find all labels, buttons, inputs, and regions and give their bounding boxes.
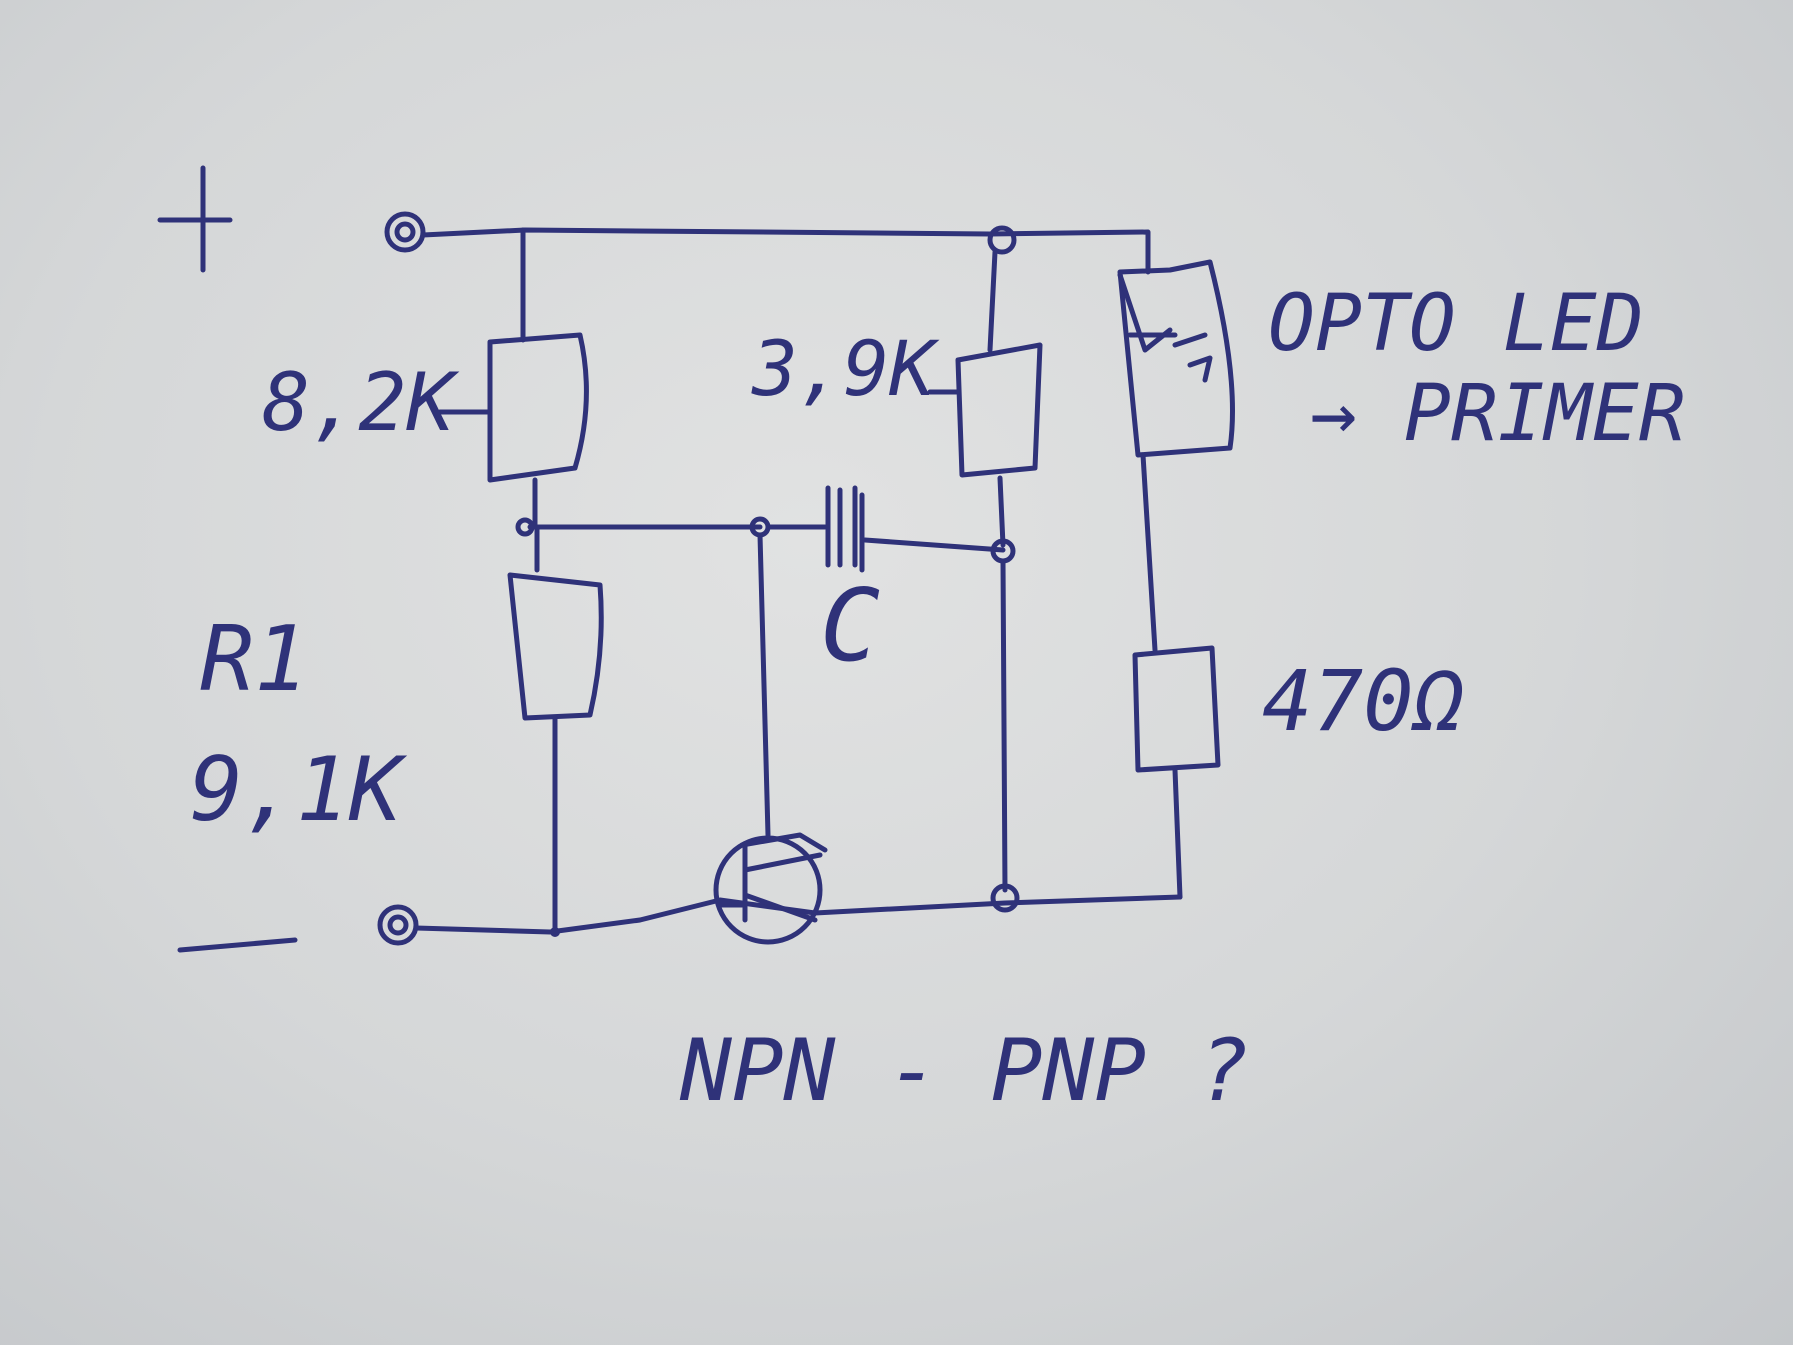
wire-470-down [1172, 767, 1183, 900]
resistor-r1 [507, 572, 604, 721]
opto-led [1117, 259, 1235, 458]
label-r-top: 8,2K [262, 356, 459, 449]
label-r1-value: 9,1K [190, 738, 408, 841]
label-r1-name: R1 [200, 607, 308, 712]
capacitor-c [825, 485, 865, 573]
wire-base-down [757, 532, 771, 838]
wire-led-down [1140, 452, 1158, 653]
resistor-470 [1132, 645, 1221, 773]
label-opto-2: → PRIMER [1310, 369, 1686, 459]
label-r-collector: 3,9K [751, 324, 940, 413]
label-transistor: NPN - PNP ? [679, 1021, 1250, 1121]
label-capacitor: C [820, 567, 880, 684]
positive-rail [420, 227, 1151, 275]
transistor [713, 832, 828, 945]
positive-terminal [384, 211, 426, 253]
label-r-led: 470Ω [1262, 652, 1464, 750]
plus-sign [157, 165, 233, 273]
resistor-8k2 [487, 332, 589, 483]
node-bottom-right [990, 883, 1020, 913]
wire-collector-bottom [1000, 558, 1008, 893]
minus-sign [177, 937, 298, 953]
wire-collector-top [987, 249, 998, 353]
wire-cap-right [862, 537, 1006, 553]
resistor-3k9 [955, 342, 1043, 478]
label-plus-hidden: + [0, 0, 1, 1]
label-minus-hidden: — [0, 0, 1, 1]
negative-terminal [377, 904, 419, 946]
label-opto-1: OPTO LED [1268, 279, 1644, 369]
wire-collector-mid [997, 475, 1006, 548]
node-top-right [987, 225, 1017, 255]
